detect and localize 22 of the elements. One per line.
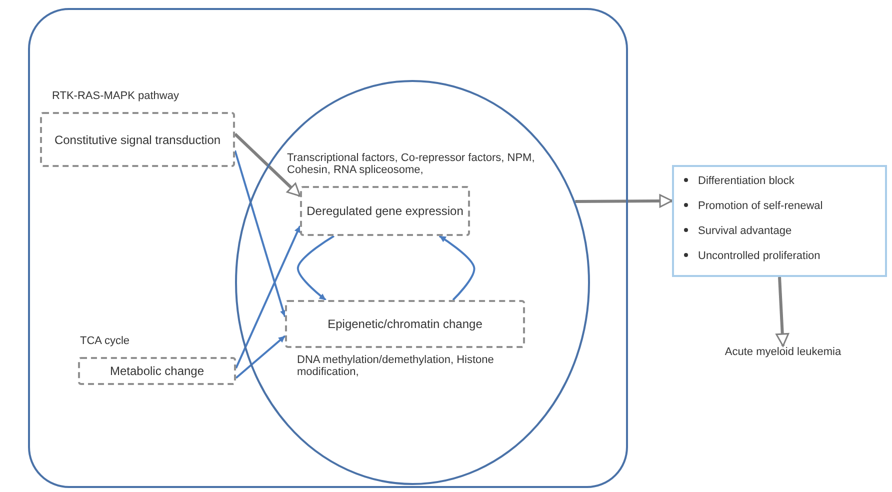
outcome-label: Acute myeloid leukemia [724, 346, 842, 358]
arrow [776, 276, 790, 347]
annotation-text: DNA methylation/demethylation, Histone modification, [297, 354, 495, 378]
annotation-text: RTK-RAS-MAPK pathway [52, 90, 180, 102]
outcome-text: Uncontrolled proliferation [698, 250, 820, 262]
arrow [235, 335, 286, 379]
arrow [438, 235, 476, 301]
process-label: Epigenetic/chromatin change [326, 317, 484, 331]
outcome-text: Survival advantage [698, 225, 792, 237]
process-label: Metabolic change [108, 364, 206, 378]
annotation-text: Transcriptional factors, Co-repressor factors, NPM, Cohesin, RNA spliceosome, [287, 152, 536, 176]
outcome-text: Differentiation block [698, 175, 794, 187]
arrow [234, 132, 302, 198]
annotation-text: TCA cycle [80, 335, 131, 347]
outcome-text: Promotion of self-renewal [698, 200, 823, 212]
arrow [234, 150, 286, 318]
outcome-list-box [672, 165, 887, 277]
arrow [296, 235, 335, 301]
process-label: Deregulated gene expression [306, 204, 464, 218]
arrow [235, 226, 301, 369]
process-label: Constitutive signal transduction [53, 132, 222, 146]
arrow [575, 194, 673, 208]
